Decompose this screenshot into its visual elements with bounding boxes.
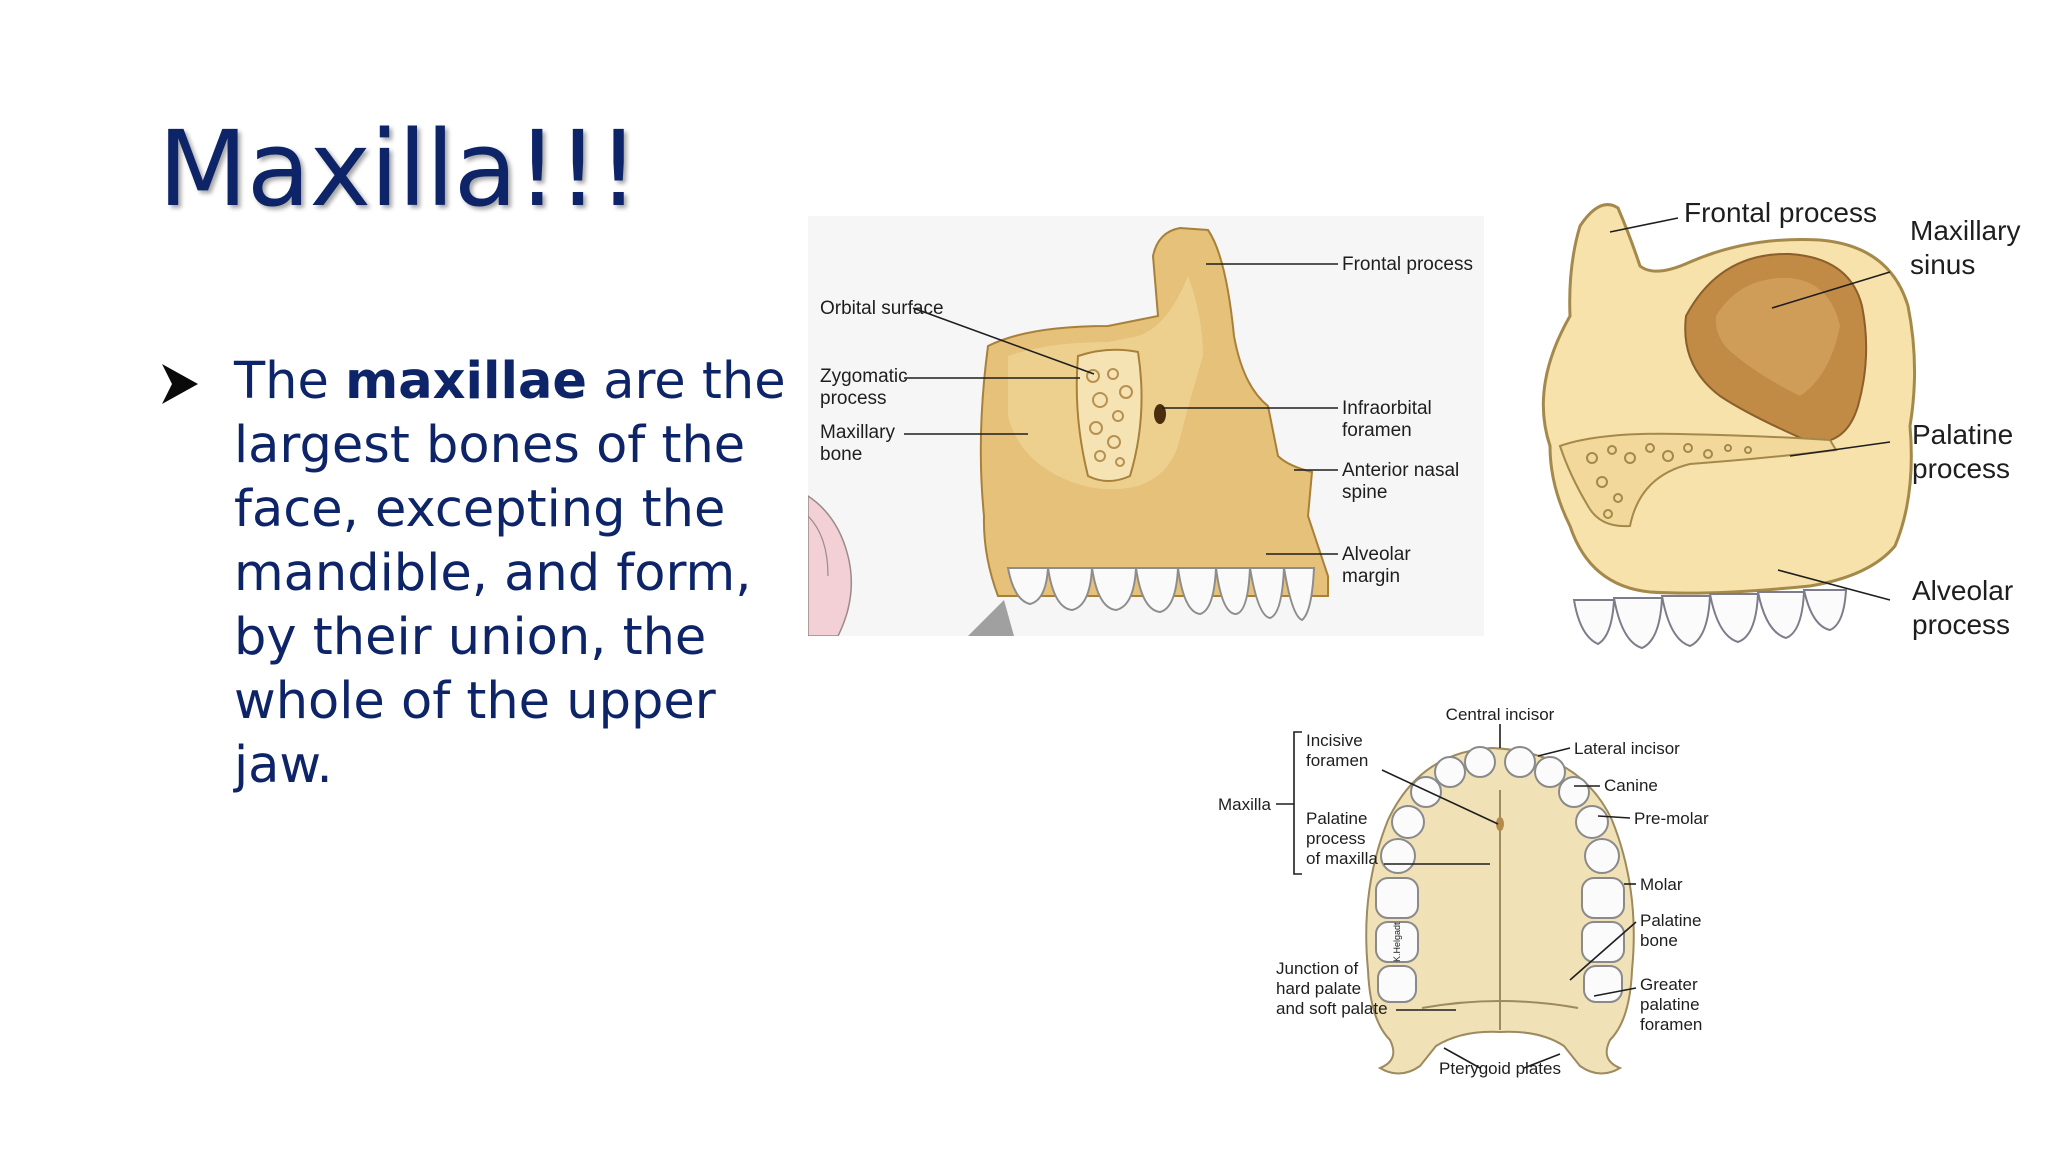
label-infraorbital-foramen-1: Infraorbital	[1342, 398, 1432, 419]
label-orbital-surface: Orbital surface	[820, 298, 944, 319]
label-maxillary-sinus-2: sinus	[1910, 249, 1975, 280]
label-anterior-nasal-spine-2: spine	[1342, 482, 1387, 503]
label-zygomatic-process-1: Zygomatic	[820, 366, 908, 387]
label-anterior-nasal-spine-1: Anterior nasal	[1342, 460, 1459, 481]
label-palatine-process-maxilla-2: process	[1306, 829, 1366, 848]
label-premolar: Pre-molar	[1634, 809, 1709, 828]
label-greater-palatine-foramen-3: foramen	[1640, 1015, 1702, 1034]
label-maxilla: Maxilla	[1218, 795, 1271, 814]
label-palatine-process-maxilla-3: of maxilla	[1306, 849, 1378, 868]
arrowhead-bullet-icon	[162, 364, 198, 404]
maxilla-medial-figure: Frontal process Maxillary sinus Palatine…	[1490, 196, 2046, 662]
label-molar: Molar	[1640, 875, 1683, 894]
maxilla-lateral-figure: Orbital surface Zygomatic process Maxill…	[808, 216, 1484, 636]
label-palatine-process-1: Palatine	[1912, 419, 2013, 450]
label-palatine-bone-1: Palatine	[1640, 911, 1701, 930]
label-alveolar-margin-2: margin	[1342, 566, 1400, 587]
label-junction-2: hard palate	[1276, 979, 1361, 998]
bullet-text-bold: maxillae	[345, 352, 587, 411]
label-alveolar-process-2: process	[1912, 609, 2010, 640]
label-incisive-foramen-1: Incisive	[1306, 731, 1363, 750]
bullet-text-start: The	[234, 352, 346, 411]
label-maxillary-bone-1: Maxillary	[820, 422, 895, 443]
label-alveolar-margin-1: Alveolar	[1342, 544, 1411, 565]
label-alveolar-process-1: Alveolar	[1912, 575, 2013, 606]
label-frontal-process-medial: Frontal process	[1684, 197, 1877, 228]
hard-palate-figure: Central incisor Lateral incisor Canine P…	[1200, 700, 1760, 1100]
bullet-text-end: are the largest bones of the face, excep…	[234, 352, 786, 795]
label-infraorbital-foramen-2: foramen	[1342, 420, 1412, 441]
label-greater-palatine-foramen-2: palatine	[1640, 995, 1700, 1014]
label-palatine-process-2: process	[1912, 453, 2010, 484]
label-palatine-bone-2: bone	[1640, 931, 1678, 950]
label-maxillary-sinus-1: Maxillary	[1910, 215, 2020, 246]
label-zygomatic-process-2: process	[820, 388, 887, 409]
label-incisive-foramen-2: foramen	[1306, 751, 1368, 770]
label-pterygoid-plates: Pterygoid plates	[1439, 1059, 1561, 1078]
label-palatine-process-maxilla-1: Palatine	[1306, 809, 1367, 828]
label-lateral-incisor: Lateral incisor	[1574, 739, 1680, 758]
label-junction-1: Junction of	[1276, 959, 1358, 978]
label-frontal-process: Frontal process	[1342, 254, 1473, 275]
illustrator-signature: K.Helgadt	[1392, 922, 1402, 962]
label-maxillary-bone-2: bone	[820, 444, 862, 465]
label-junction-3: and soft palate	[1276, 999, 1388, 1018]
slide-title: Maxilla!!!	[158, 108, 639, 230]
label-central-incisor: Central incisor	[1446, 705, 1555, 724]
label-greater-palatine-foramen-1: Greater	[1640, 975, 1698, 994]
label-canine: Canine	[1604, 776, 1658, 795]
bullet-text: The maxillae are the largest bones of th…	[234, 350, 794, 798]
